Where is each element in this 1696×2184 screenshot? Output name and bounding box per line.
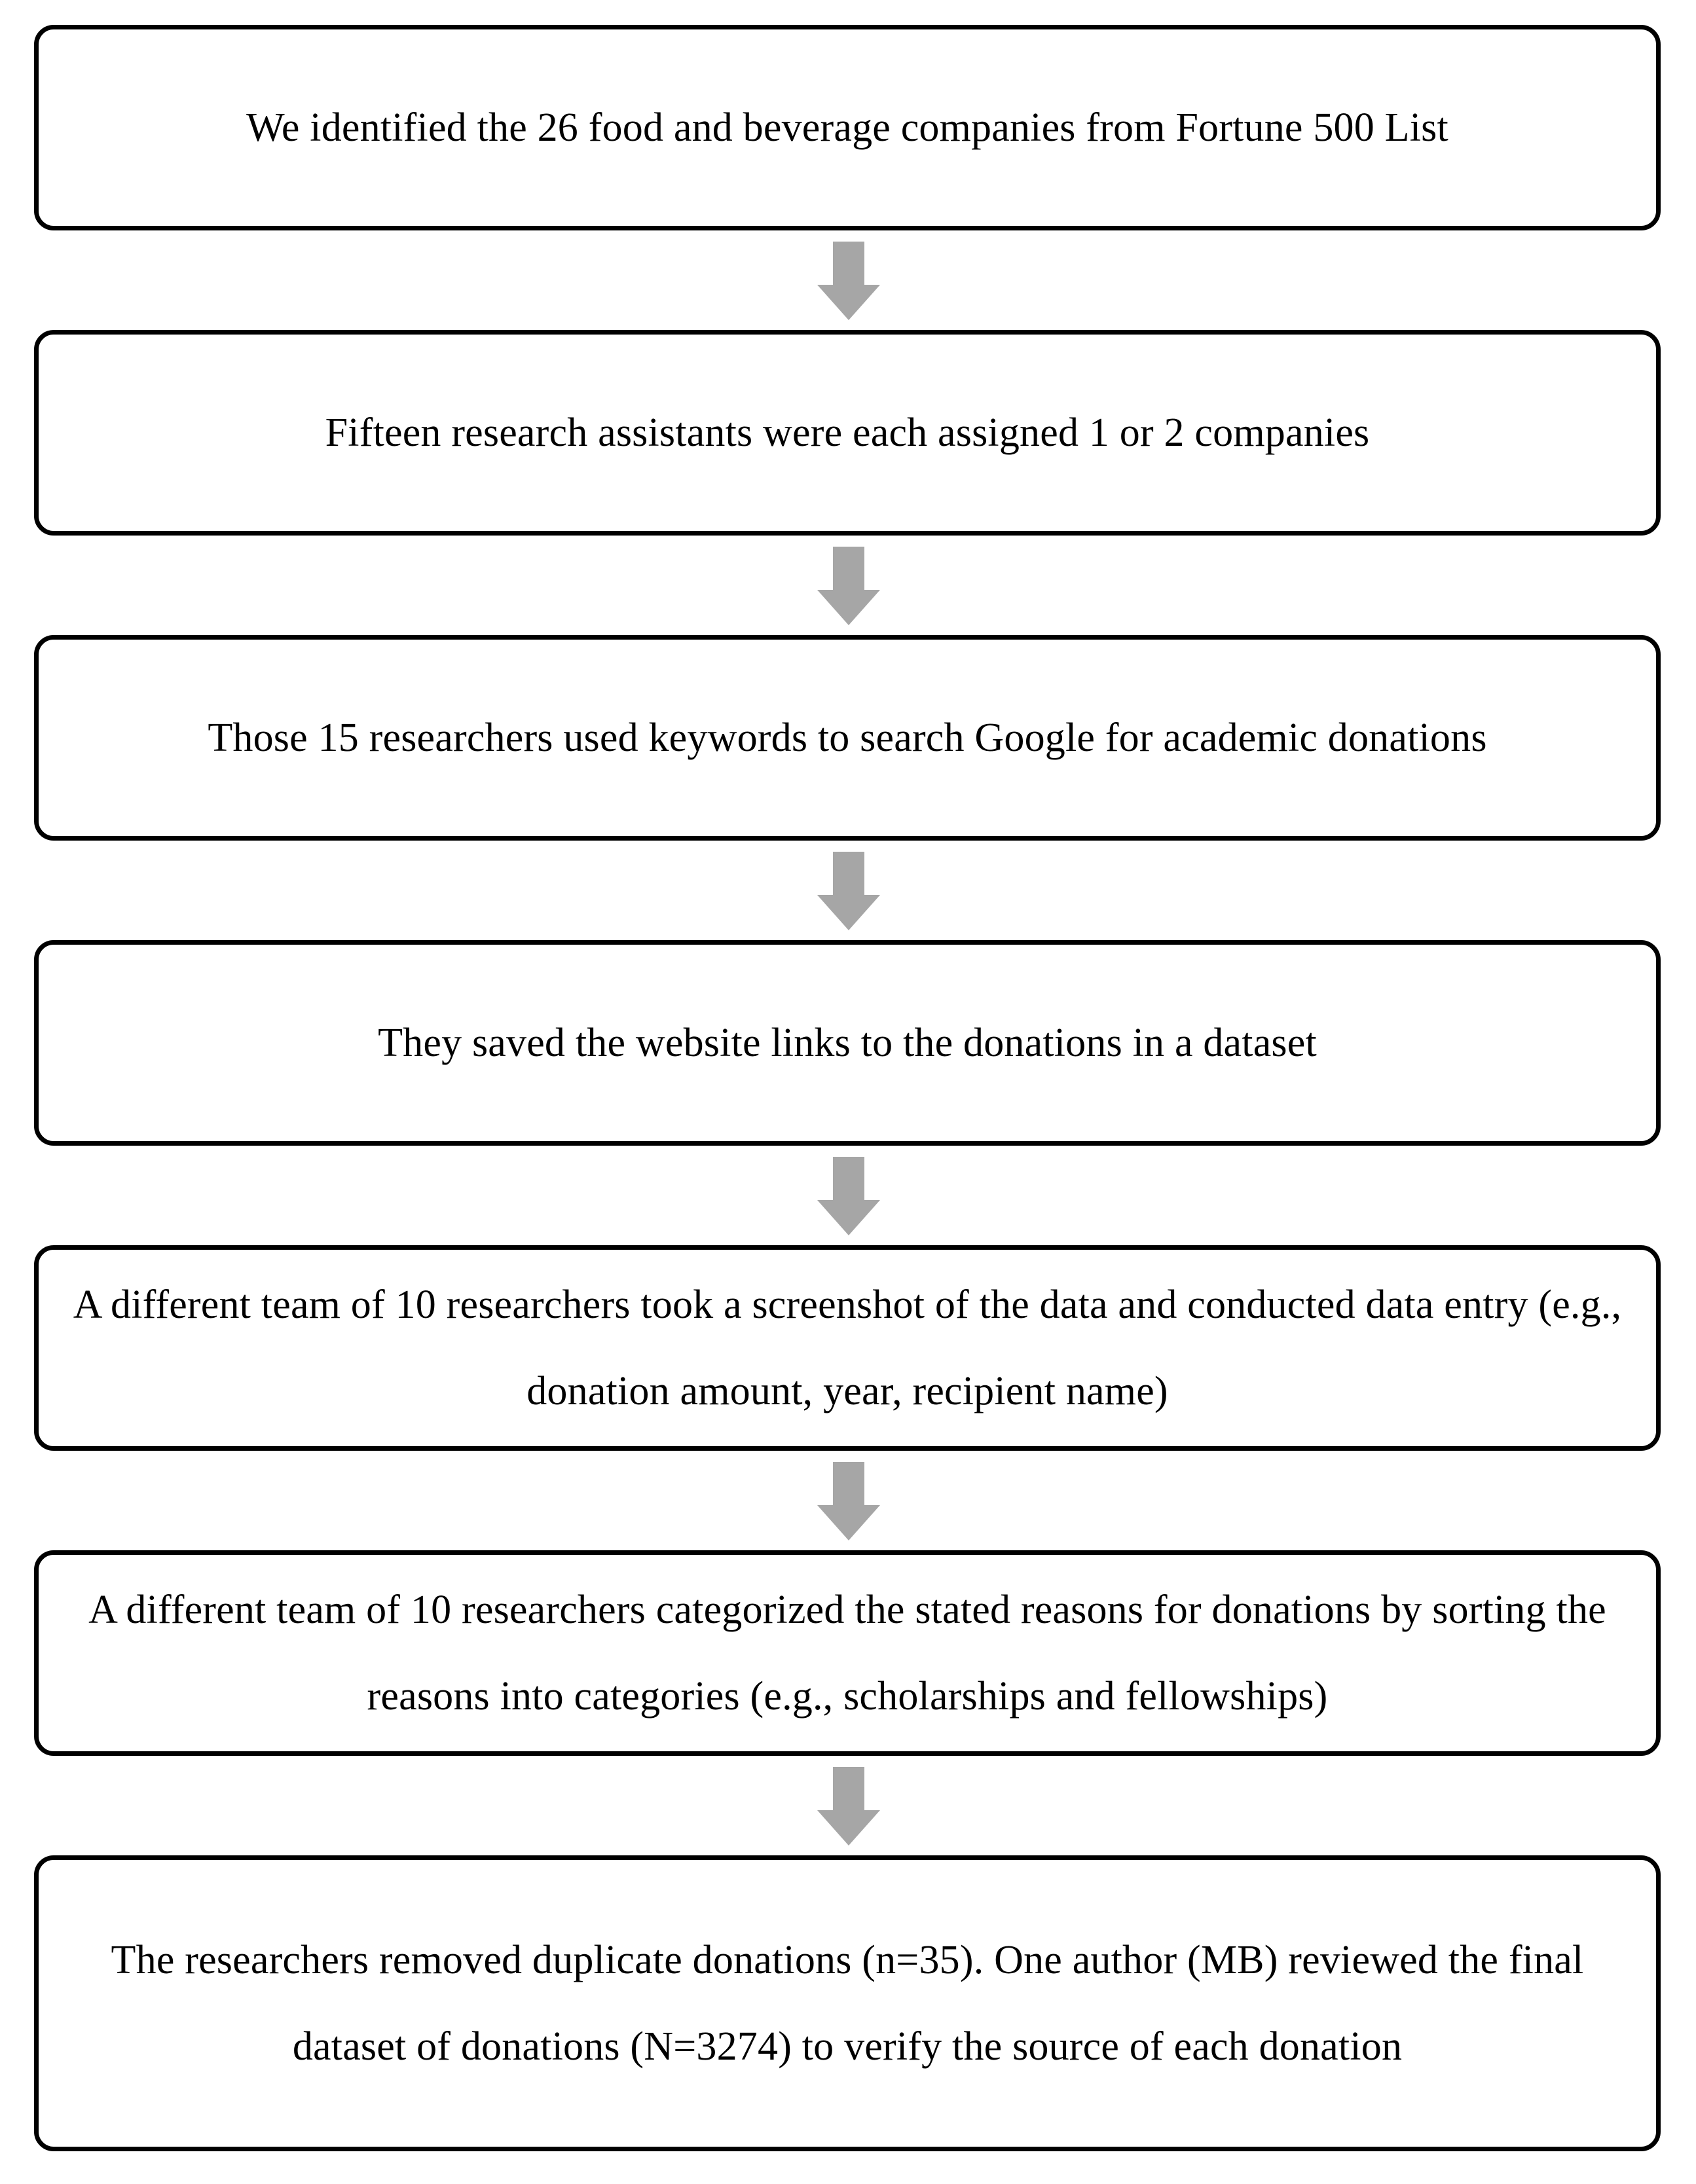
step-2-box: Fifteen research assistants were each as…: [34, 330, 1661, 536]
down-arrow-icon: [817, 547, 880, 625]
step-6-box: A different team of 10 researchers categ…: [34, 1550, 1661, 1756]
down-arrow-icon: [817, 242, 880, 320]
down-arrow-icon: [817, 1767, 880, 1846]
step-1-box: We identified the 26 food and beverage c…: [34, 25, 1661, 230]
step-7-text: The researchers removed duplicate donati…: [111, 1938, 1584, 2069]
step-6-text: A different team of 10 researchers categ…: [88, 1588, 1606, 1719]
down-arrow-icon: [817, 1462, 880, 1540]
step-4-box: They saved the website links to the dona…: [34, 940, 1661, 1146]
down-arrow-icon: [817, 852, 880, 930]
down-arrow-icon: [817, 1157, 880, 1235]
step-3-box: Those 15 researchers used keywords to se…: [34, 635, 1661, 841]
step-1-text: We identified the 26 food and beverage c…: [246, 105, 1448, 150]
step-5-text: A different team of 10 researchers took …: [73, 1283, 1622, 1413]
step-3-text: Those 15 researchers used keywords to se…: [208, 716, 1487, 760]
step-5-box: A different team of 10 researchers took …: [34, 1245, 1661, 1451]
step-4-text: They saved the website links to the dona…: [378, 1021, 1317, 1065]
step-7-box: The researchers removed duplicate donati…: [34, 1855, 1661, 2151]
step-2-text: Fifteen research assistants were each as…: [325, 410, 1370, 455]
